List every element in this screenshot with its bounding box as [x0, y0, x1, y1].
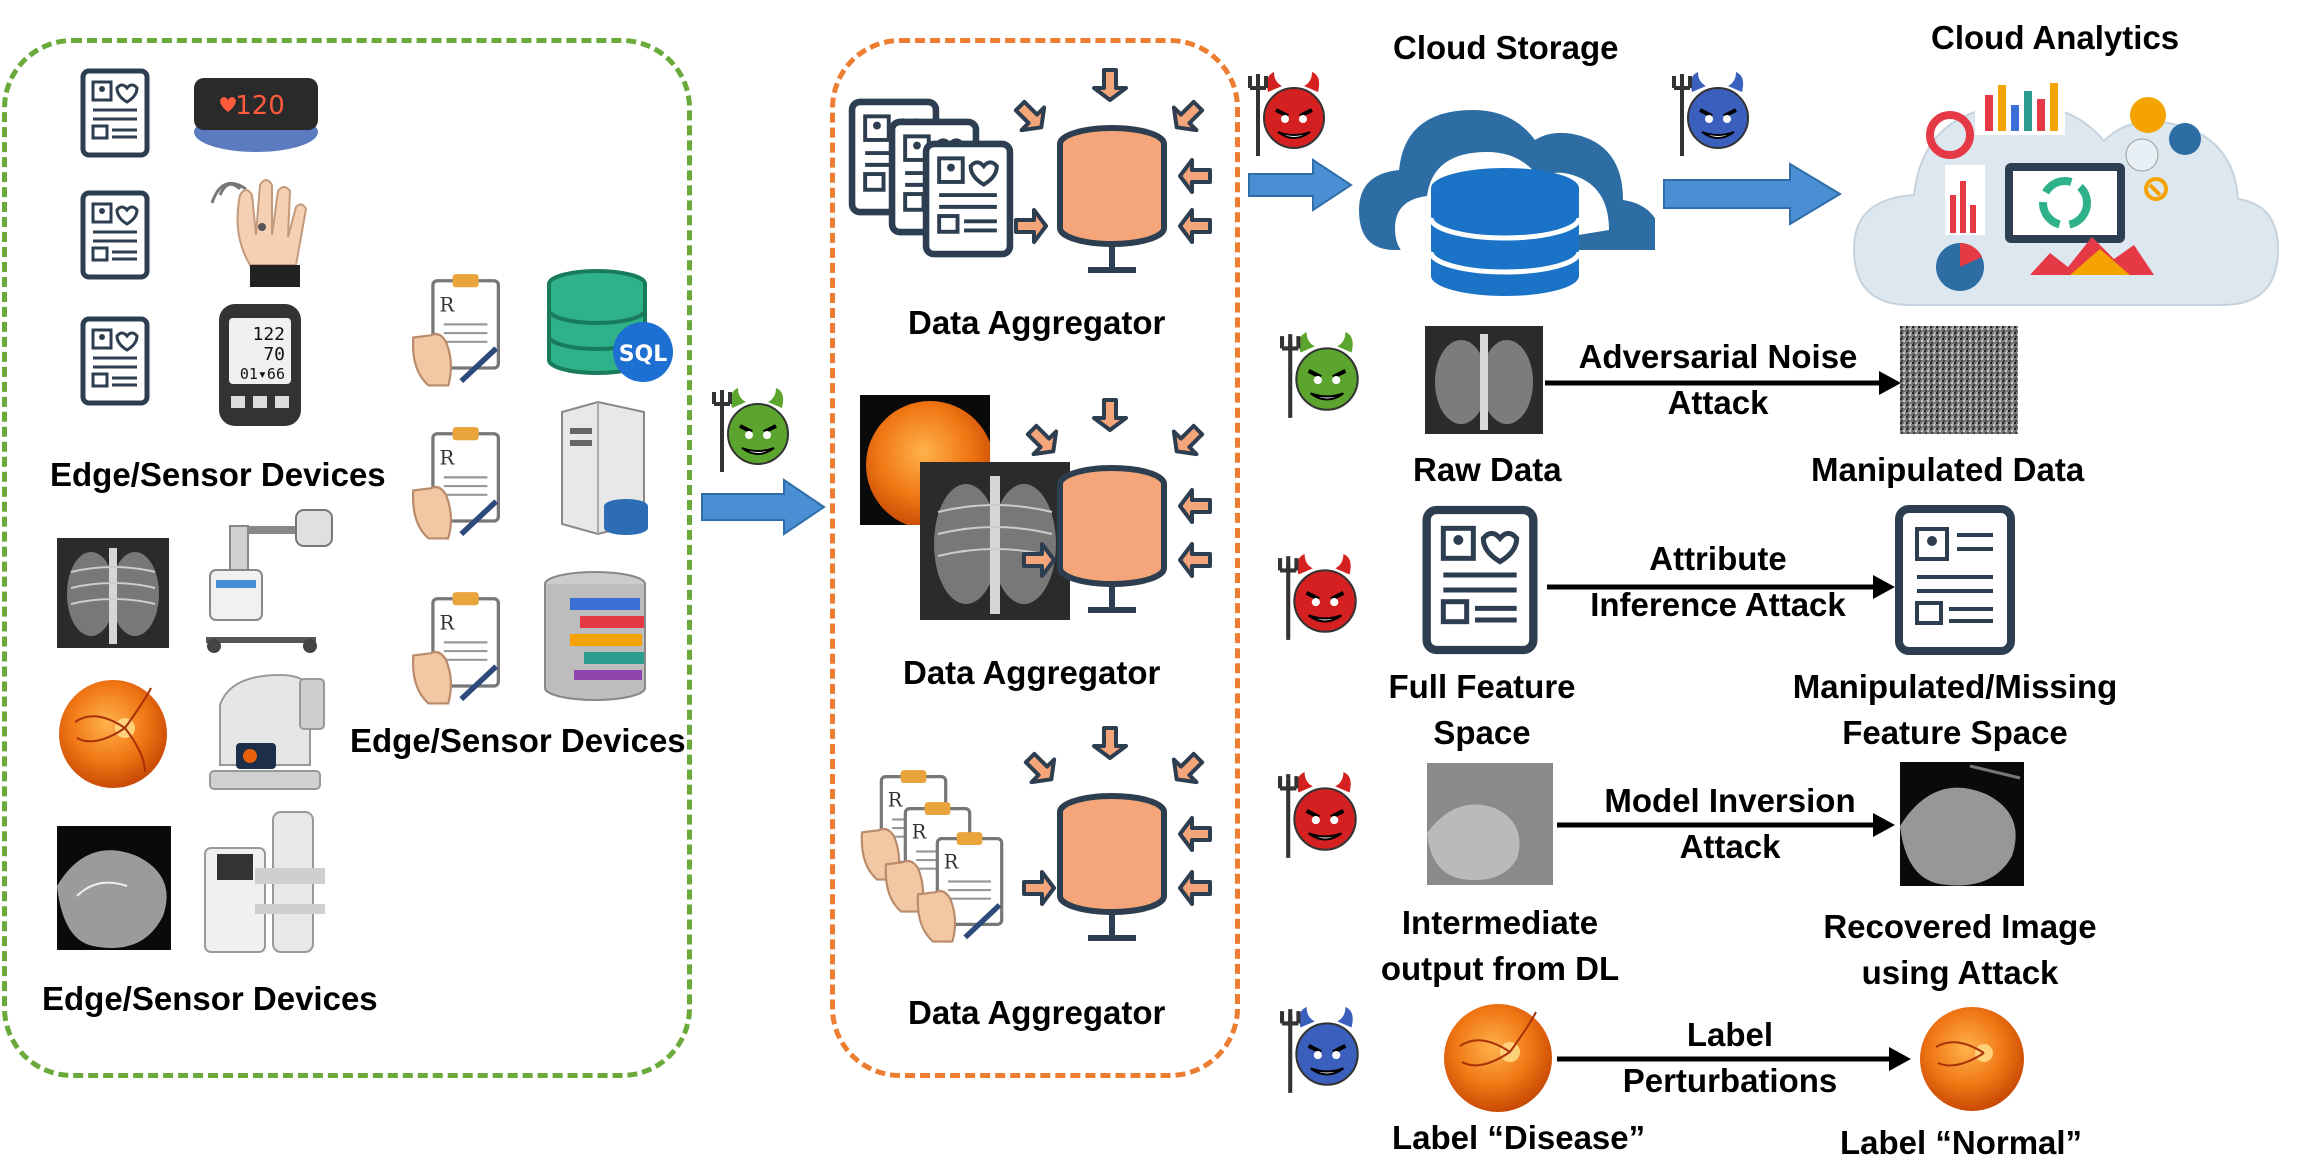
raw-data-chest-xray-image: [1425, 326, 1543, 434]
edge-devices-label-middle: Edge/Sensor Devices: [350, 722, 686, 759]
flow-arrow-edge-to-aggregator: [701, 478, 826, 536]
inflow-arrow-icon: [1090, 722, 1130, 762]
green-attacker-devil-icon: [712, 386, 802, 476]
inflow-arrow-icon: [1176, 486, 1216, 526]
recovered-mammogram-image: [1900, 762, 2024, 886]
model-inversion-label-1: Model Inversion: [1604, 782, 1856, 819]
manipulated-feature-space-label-1: Manipulated/Missing: [1792, 668, 2118, 705]
mammography-machine-icon: [204, 811, 325, 953]
sql-database-icon: SQL: [547, 269, 673, 382]
data-aggregator-label-2: Data Aggregator: [903, 654, 1161, 691]
intermediate-output-label-1: Intermediate: [1401, 904, 1599, 941]
manipulated-feature-space-label-2: Feature Space: [1842, 714, 2068, 751]
full-feature-space-label-1: Full Feature: [1388, 668, 1576, 705]
svg-text:70: 70: [263, 344, 285, 365]
flow-arrow-aggregator-to-storage: [1248, 158, 1353, 212]
heart-rate-readout: 120: [235, 91, 285, 121]
mammogram-image: [57, 826, 171, 950]
label-perturbation-label-2: Perturbations: [1622, 1062, 1838, 1099]
tablet-record-icon: [922, 140, 1014, 258]
blue-attacker-devil-icon: [1280, 1005, 1372, 1097]
blue-attacker-devil-icon: [1672, 70, 1762, 160]
tablet-record-icon: [80, 190, 150, 280]
data-aggregator-label-1: Data Aggregator: [908, 304, 1166, 341]
inflow-arrow-icon: [1176, 156, 1216, 196]
retina-fundus-image: [59, 680, 167, 788]
model-inversion-attack-arrow: [1557, 813, 1895, 837]
inflow-arrow-icon: [1090, 394, 1130, 434]
label-disease: Label “Disease”: [1392, 1119, 1646, 1156]
intermediate-output-image: [1427, 763, 1553, 885]
fitness-band-icon: 120: [194, 78, 318, 152]
attribute-inference-attack-arrow: [1547, 575, 1895, 599]
sql-badge: SQL: [619, 342, 668, 367]
inflow-arrow-icon: [1176, 540, 1216, 580]
adversarial-attack-label-2: Attack: [1667, 384, 1769, 421]
blood-pressure-monitor-icon: 122 70 01▾66: [219, 304, 301, 426]
label-normal: Label “Normal”: [1840, 1124, 2083, 1161]
recovered-image-label-1: Recovered Image: [1823, 908, 2097, 945]
manipulated-data-label: Manipulated Data: [1811, 451, 2085, 488]
edge-devices-label-bottom: Edge/Sensor Devices: [42, 980, 378, 1017]
red-attacker-devil-icon: [1278, 552, 1370, 644]
adversarial-attack-label-1: Adversarial Noise: [1578, 338, 1858, 375]
intermediate-output-label-2: output from DL: [1380, 950, 1620, 987]
full-feature-tablet-icon: [1420, 505, 1540, 655]
aggregator-database-icon: [1052, 790, 1172, 950]
prescription-clipboard-icon: [403, 590, 513, 710]
tablet-record-icon: [80, 68, 150, 158]
model-inversion-label-2: Attack: [1679, 828, 1781, 865]
cloud-analytics-label: Cloud Analytics: [1931, 19, 2180, 56]
aggregator-database-icon: [1052, 122, 1172, 282]
recovered-image-label-2: using Attack: [1861, 954, 2059, 991]
fundus-camera-icon: [209, 673, 325, 790]
full-feature-space-label-2: Space: [1433, 714, 1531, 751]
data-aggregator-label-3: Data Aggregator: [908, 994, 1166, 1031]
manipulated-noise-image: [1900, 326, 2018, 434]
inflow-arrow-icon: [1010, 206, 1050, 246]
green-attacker-devil-icon: [1280, 330, 1372, 422]
inflow-arrow-icon: [1090, 64, 1130, 104]
server-tower-icon: [561, 400, 648, 536]
normal-retina-image: [1920, 1007, 2024, 1111]
cloud-storage-label: Cloud Storage: [1393, 29, 1619, 66]
svg-text:122: 122: [252, 324, 285, 345]
aggregator-database-icon: [1052, 462, 1172, 622]
inflow-arrow-icon: [1176, 868, 1216, 908]
tablet-record-icon: [80, 316, 150, 406]
xray-machine-icon: [206, 509, 333, 653]
missing-feature-tablet-icon: [1895, 505, 2015, 655]
data-warehouse-icon: [544, 571, 646, 701]
inflow-arrow-icon: [1176, 206, 1216, 246]
label-perturbation-label-1: Label: [1686, 1016, 1774, 1053]
prescription-clipboard-icon: [912, 830, 1012, 948]
chest-xray-image: [57, 538, 169, 648]
prescription-clipboard-icon: [403, 272, 513, 392]
attribute-inference-label-1: Attribute: [1649, 540, 1787, 577]
inflow-arrow-icon: [1018, 868, 1058, 908]
attribute-inference-label-2: Inference Attack: [1590, 586, 1846, 623]
red-attacker-devil-icon: [1278, 770, 1370, 862]
raw-data-label: Raw Data: [1413, 451, 1562, 488]
red-attacker-devil-icon: [1248, 70, 1338, 160]
smart-ring-hand-icon: [210, 179, 308, 287]
data-aggregator-panel: [830, 38, 1240, 1078]
edge-devices-label-top: Edge/Sensor Devices: [50, 456, 386, 493]
cloud-analytics-icon: [1852, 75, 2280, 306]
adversarial-attack-arrow: [1545, 371, 1901, 395]
flow-arrow-storage-to-analytics: [1663, 162, 1842, 226]
inflow-arrow-icon: [1176, 814, 1216, 854]
svg-text:01▾66: 01▾66: [240, 365, 285, 383]
inflow-arrow-icon: [1018, 540, 1058, 580]
cloud-storage-icon: [1359, 110, 1655, 296]
edge-devices-panel: [2, 38, 692, 1078]
prescription-clipboard-icon: [403, 425, 513, 545]
label-perturbation-arrow: [1557, 1047, 1911, 1071]
disease-retina-image: [1444, 1004, 1552, 1112]
